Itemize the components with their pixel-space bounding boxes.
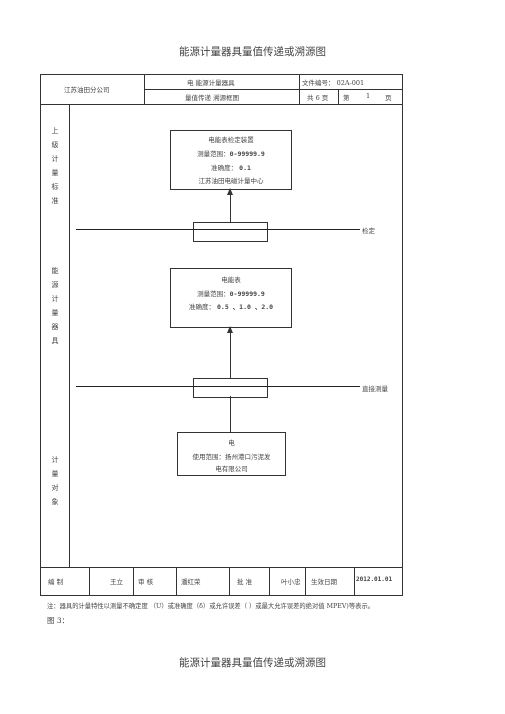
chart-frame (40, 74, 403, 596)
page-number-suffix: 页 (385, 94, 392, 102)
page-number-prefix: 第 (343, 94, 350, 102)
subject-line-1: 电 能源计量器具 (187, 79, 235, 87)
standard-range: 测量范围：0-99999.9 (197, 150, 265, 158)
measured-object-usage-2: 电有限公司 (215, 465, 248, 473)
approved-by: 叶小忠 (281, 578, 301, 586)
measured-object-name: 电 (228, 439, 235, 447)
energy-meter-box: 电能表 测量范围：0-99999.9 准确度： 0.5 、1.0 、2.0 (170, 268, 292, 328)
prepared-label: 编 制 (48, 578, 64, 586)
standard-device-box: 电能表检定装置 测量范围：0-99999.9 准确度： 0.1 江苏油田电磁计量… (170, 130, 292, 190)
energy-meter-name: 电能表 (221, 276, 241, 284)
direct-measure-line-label: 直接测量 (362, 385, 388, 393)
subject-line-2: 量值传递 溯源框图 (185, 94, 240, 102)
verify-line-label: 检定 (362, 227, 375, 235)
measured-object-box: 电 使用范围：扬州港口污泥发 电有限公司 (177, 432, 286, 476)
prepared-by: 王立 (110, 578, 123, 586)
standard-accuracy: 准确度： 0.1 (211, 164, 251, 172)
pages-total: 共 6 页 (307, 94, 329, 102)
verification-connector-box (193, 222, 268, 242)
file-number: 文件编号： 02A-001 (302, 79, 365, 87)
section-measured-object: 计量对象 (51, 456, 59, 506)
company-name: 江苏油田分公司 (64, 86, 110, 94)
review-label: 审 核 (138, 578, 154, 586)
effective-date: 2012.01.01 (356, 576, 393, 583)
energy-meter-accuracy: 准确度： 0.5 、1.0 、2.0 (188, 303, 274, 311)
approve-label: 批 准 (237, 578, 253, 586)
measured-object-usage: 使用范围：扬州港口污泥发 (192, 453, 271, 461)
energy-meter-range: 测量范围：0-99999.9 (197, 290, 265, 298)
section-upper-standard: 上級计量标准 (51, 127, 59, 205)
standard-org: 江苏油田电磁计量中心 (198, 177, 264, 185)
next-page-title: 能源计量器具量值传递或溯源图 (179, 657, 326, 669)
figure-label: 图 3： (47, 616, 70, 625)
effective-label: 生效日期 (311, 578, 337, 586)
page-number: 1 (366, 92, 371, 100)
page-title: 能源计量器具量值传递或溯源图 (179, 46, 326, 58)
direct-measure-connector-box (193, 378, 268, 398)
section-energy-meter: 能源计量器具 (51, 267, 59, 345)
footnote: 注：器具的计量特性以测量不确定度 （U）或准确度（δ）或允许误差（ ）或最大允许… (47, 603, 375, 610)
standard-device-name: 电能表检定装置 (208, 136, 254, 144)
reviewed-by: 潘红荣 (181, 578, 201, 586)
